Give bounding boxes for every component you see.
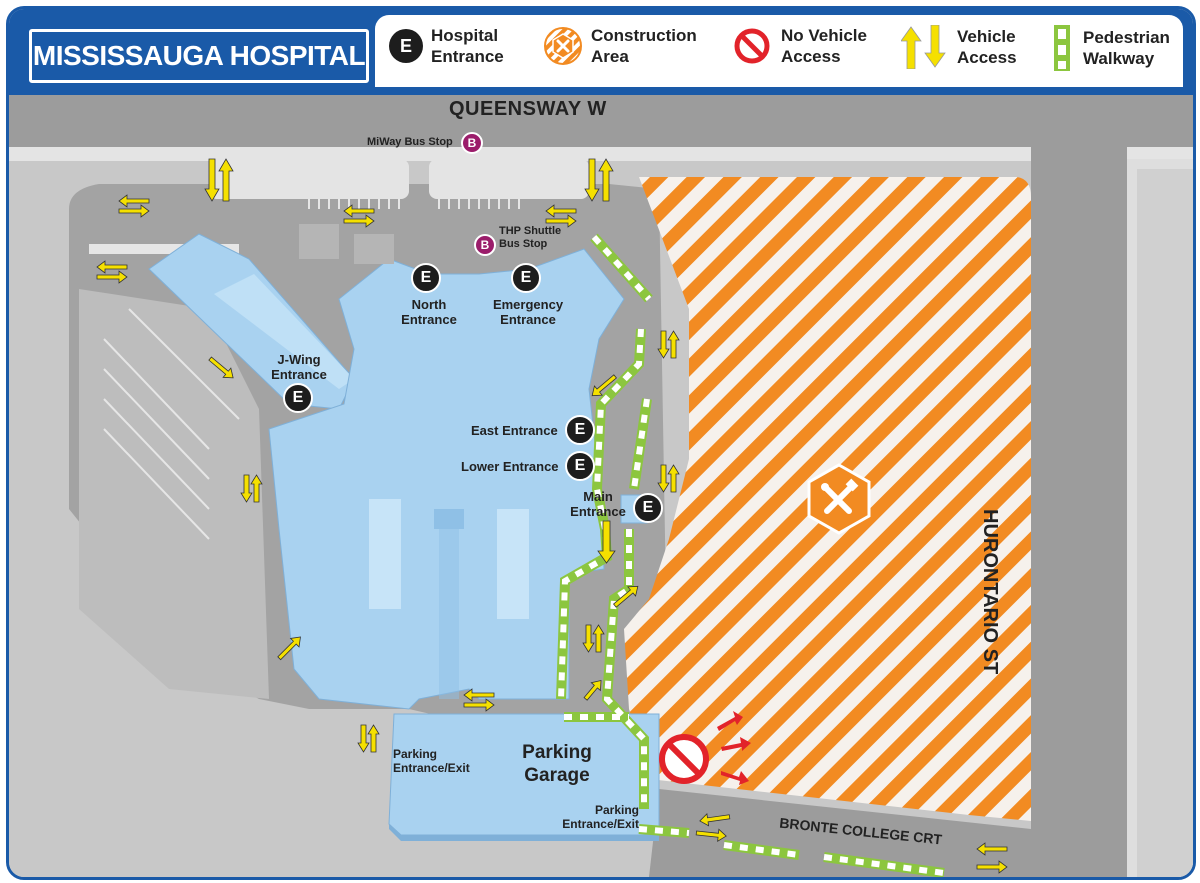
no-entry-icon (734, 28, 770, 64)
shuttle-bus-stop-badge: B (474, 234, 496, 256)
hospital-buildings (148, 224, 660, 841)
dashed-walkway-icon (1054, 25, 1070, 71)
queensway-road (9, 95, 1193, 147)
miway-bus-stop-badge: B (461, 132, 483, 154)
site-map (9, 95, 1193, 877)
pedestrian-walkways (556, 233, 945, 877)
north-entrance-badge[interactable]: E (411, 263, 441, 293)
jwing-entrance-badge[interactable]: E (283, 383, 313, 413)
two-way-arrow-icon (901, 25, 946, 69)
main-entrance-badge[interactable]: E (633, 493, 663, 523)
bronte-road (649, 789, 1031, 877)
no-vehicle-access-sign (659, 734, 709, 784)
emergency-entrance-badge[interactable]: E (511, 263, 541, 293)
map-frame: QUEENSWAY W HURONTARIO ST BRONTE COLLEGE… (6, 6, 1196, 880)
title-box: MISSISSAUGA HOSPITAL (29, 29, 369, 83)
no-access-arrows (717, 711, 751, 785)
lower-entrance-badge[interactable]: E (565, 451, 595, 481)
miway-bus-stop-label: MiWay Bus Stop (367, 136, 453, 148)
queensway-label: QUEENSWAY W (449, 98, 607, 120)
vehicle-access-arrows (96, 158, 1008, 874)
construction-area-icon (544, 27, 582, 65)
page-title: MISSISSAUGA HOSPITAL (32, 40, 366, 71)
construction-tools-icon (807, 463, 871, 535)
hurontario-road (1031, 147, 1127, 877)
east-entrance-label: East Entrance (471, 423, 558, 438)
hurontario-label: HURONTARIO ST (979, 509, 1001, 675)
hospital-entrance-e-icon: E (389, 29, 423, 63)
lower-entrance-label: Lower Entrance (461, 459, 559, 474)
east-entrance-badge[interactable]: E (565, 415, 595, 445)
